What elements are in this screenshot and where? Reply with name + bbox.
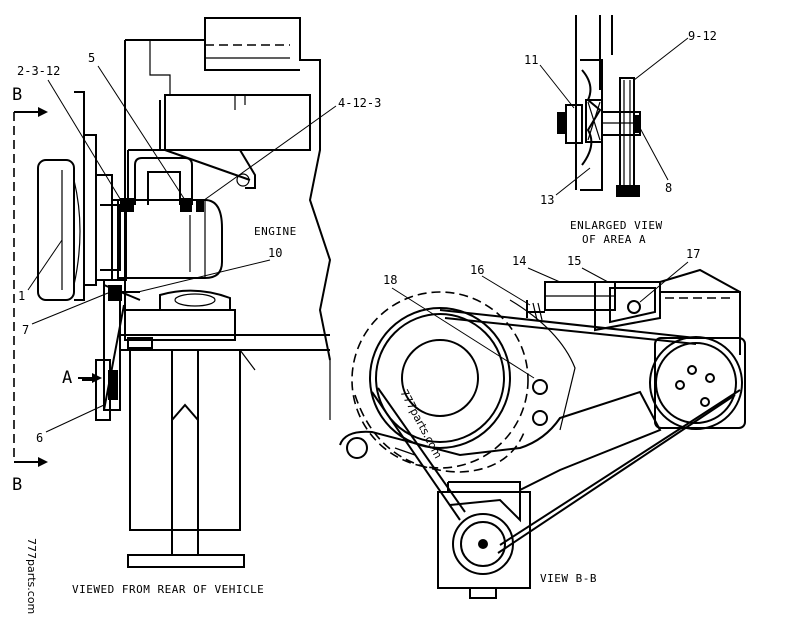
callout-13: 13 [540,193,554,207]
rear-view-caption: VIEWED FROM REAR OF VEHICLE [72,583,264,596]
callout-5: 5 [88,51,95,65]
callout-4-12-3: 4-12-3 [338,96,381,110]
callout-10: 10 [268,246,282,260]
callout-16: 16 [470,263,484,277]
section-view-caption: VIEW B-B [540,572,597,585]
section-view-labels: 18 16 14 15 17 VIEW B-B [383,247,700,585]
enlarged-view-labels: 11 9-12 13 8 ENLARGED VIEW OF AREA A [524,29,717,246]
callout-8: 8 [665,181,672,195]
enlarged-view-caption-line1: ENLARGED VIEW [570,219,663,232]
view-arrow-label: A [62,368,72,388]
section-label-top: B [12,85,22,105]
enlarged-view-drawing [557,15,641,197]
callout-17: 17 [686,247,700,261]
callout-9-12: 9-12 [688,29,717,43]
section-label-bottom: B [12,475,22,495]
callout-14: 14 [512,254,526,268]
callout-11: 11 [524,53,538,67]
engine-label: ENGINE [254,225,297,238]
rear-view-drawing [13,17,332,568]
section-view-drawing [339,268,746,599]
callout-15: 15 [567,254,581,268]
callout-6: 6 [36,431,43,445]
callout-2-3-12: 2-3-12 [17,64,60,78]
rear-view-labels: B B A ENGINE VIEWED FROM REAR OF VEHICLE… [12,51,381,596]
enlarged-view-caption-line2: OF AREA A [582,233,646,246]
watermark-left: 777parts.com [25,538,38,614]
callout-18: 18 [383,273,397,287]
callout-1: 1 [18,289,25,303]
callout-7: 7 [22,323,29,337]
